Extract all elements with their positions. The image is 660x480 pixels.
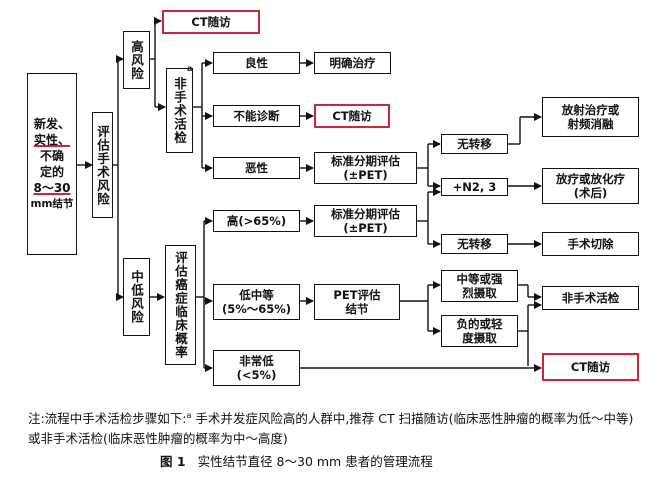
node-chemoradio: 放疗或放化疗 (术后): [542, 168, 639, 204]
node-surgical-resection: 手术切除: [542, 232, 639, 256]
node-pet-nodule: PET评估 结节: [314, 284, 400, 320]
node-low-mid-risk: 中低风险: [123, 258, 150, 336]
node-benign: 良性: [213, 52, 300, 74]
node-very-low-prob: 非常低 (<5%): [213, 350, 300, 386]
node-ct-follow-bottom: CT随访: [542, 353, 639, 381]
caption-label: 图 1: [160, 454, 186, 469]
node-radio-ablation: 放射治疗或 射频消融: [542, 97, 639, 137]
node-non-surgical-biopsy-2: 非手术活检: [542, 286, 639, 310]
node-n2-n3: +N2, 3: [441, 178, 508, 196]
node-neg-weak-uptake: 负的或轻 度摄取: [441, 315, 518, 347]
node-staging-2: 标准分期评估 (±PET): [314, 205, 417, 237]
node-mid-strong-uptake: 中等或强 烈摄取: [441, 270, 518, 302]
node-ct-follow-mid: CT随访: [314, 104, 390, 128]
node-start: 新发、 实性、 不确 定的 8～30 mm结节: [27, 73, 77, 255]
start-line-4: 定的: [39, 165, 64, 179]
figure-caption: 图 1 实性结节直径 8～30 mm 患者的管理流程: [160, 451, 433, 470]
footnote: 注:流程中手术活检步骤如下:a 手术并发症风险高的人群中,推荐 CT 扫描随访(…: [28, 406, 643, 449]
node-non-surgical-biopsy: 非手术活检: [166, 68, 193, 153]
node-staging-1: 标准分期评估 (±PET): [314, 152, 417, 184]
node-mid-low-prob: 低中等 (5%～65%): [213, 284, 300, 320]
footnote-prefix: 注:流程中手术活检步骤如下:: [28, 411, 187, 427]
start-line-5: 8～30: [33, 181, 71, 195]
start-line-6: mm结节: [30, 198, 74, 210]
biopsy-footnote-mark: a: [187, 64, 193, 73]
node-assess-probability: 评估癌症临床概率: [165, 245, 196, 365]
start-line-3: 不确: [39, 149, 64, 163]
node-high-prob: 高(>65%): [213, 210, 300, 232]
node-ct-follow-top: CT随访: [162, 10, 260, 34]
caption-text: 实性结节直径 8～30 mm 患者的管理流程: [197, 454, 433, 469]
node-no-metastasis-2: 无转移: [441, 234, 508, 254]
start-line-1: 新发、: [33, 117, 70, 131]
node-nondiagnostic: 不能诊断: [213, 105, 300, 127]
node-definite-treatment: 明确治疗: [314, 52, 391, 74]
start-line-2: 实性、: [33, 133, 70, 147]
node-surgical-risk: 评估手术风险: [92, 112, 113, 218]
node-no-metastasis-1: 无转移: [441, 134, 508, 154]
node-high-risk: 高风险: [123, 31, 150, 89]
footnote-body: 手术并发症风险高的人群中,推荐 CT 扫描随访(临床恶性肿瘤的概率为低～中等)或…: [28, 411, 634, 447]
node-malignant: 恶性: [213, 157, 300, 179]
footnote-mark: a: [186, 411, 192, 420]
